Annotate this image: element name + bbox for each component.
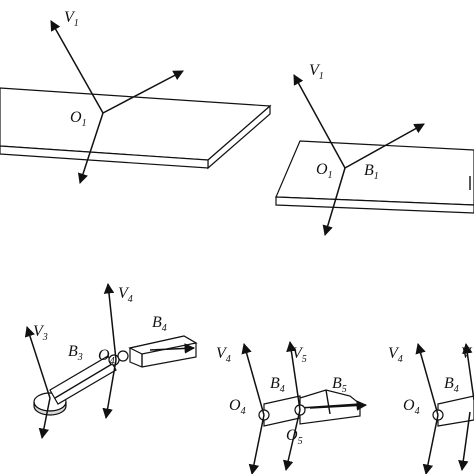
- plate-1: [0, 87, 272, 170]
- label-v1: V1: [64, 9, 79, 29]
- link-b5-edge: [325, 389, 331, 415]
- b5-axis-arrow: [309, 400, 368, 411]
- label-o1: O1: [70, 109, 87, 129]
- label-b5: B5: [332, 375, 347, 395]
- v4-axis-arrow: [415, 342, 439, 416]
- panel-plate-1: V1 O1: [0, 9, 272, 184]
- label-v1: V1: [309, 62, 324, 82]
- b4-axis-arrow: [149, 343, 196, 354]
- label-v3: V3: [33, 323, 48, 343]
- label-o4: O4: [98, 347, 115, 367]
- v5-axis-arrow: [462, 342, 474, 401]
- v1-axis-arrow: [50, 20, 104, 114]
- joint-o4: [108, 354, 120, 366]
- label-o4: O4: [403, 397, 420, 417]
- label-v4: V4: [216, 345, 231, 365]
- v1-axis-arrow: [293, 74, 346, 169]
- label-v4: V4: [118, 285, 133, 305]
- label-b4: B4: [152, 314, 167, 334]
- panel-arm-partial: V4 V B4 O4: [388, 342, 474, 474]
- panel-plate-2: V1 O1 B1: [275, 62, 474, 237]
- horizontal-axis-arrow: [344, 123, 425, 169]
- v4-down-arrow: [248, 414, 265, 474]
- v3-axis-arrow: [24, 326, 51, 399]
- label-b4: B4: [444, 375, 459, 395]
- v5-down-arrow: [458, 411, 471, 472]
- label-o5: O5: [286, 427, 303, 447]
- label-o1: O1: [316, 161, 333, 181]
- link-b3-body: [49, 355, 117, 405]
- label-o4: O4: [229, 397, 246, 417]
- label-v5: V5: [292, 345, 307, 365]
- label-b1: B1: [364, 162, 379, 182]
- down-axis-arrow: [77, 112, 104, 184]
- v4-down-arrow: [422, 414, 439, 474]
- joint-o4-b: [117, 350, 129, 362]
- v4-axis-arrow: [241, 342, 265, 416]
- v5-axis-arrow: [286, 340, 301, 411]
- panel-arm-3-4: V3 B3 V4 B4 O4: [24, 282, 198, 440]
- plate-1-edge-front: [0, 145, 209, 169]
- label-v4: V4: [388, 345, 403, 365]
- plate-2-edge-front: [275, 196, 474, 214]
- horizontal-axis-arrow: [102, 70, 184, 114]
- down-axis-arrow: [322, 167, 346, 237]
- label-b3: B3: [68, 343, 83, 363]
- plate-2-top: [275, 140, 474, 206]
- v4-axis-arrow: [103, 282, 117, 361]
- link-b4-top: [128, 335, 198, 355]
- link-b3-groove: [54, 363, 113, 399]
- panel-arm-4-5: V4 V5 B4 B5 O4 O5: [216, 340, 368, 474]
- v3-down-arrow: [38, 397, 51, 440]
- label-b4: B4: [270, 375, 285, 395]
- base-disk-edge: [33, 401, 67, 416]
- v4-down-arrow: [102, 359, 117, 420]
- plate-2: [275, 140, 474, 214]
- label-v5: V: [461, 345, 473, 362]
- v5-down-arrow: [283, 409, 301, 472]
